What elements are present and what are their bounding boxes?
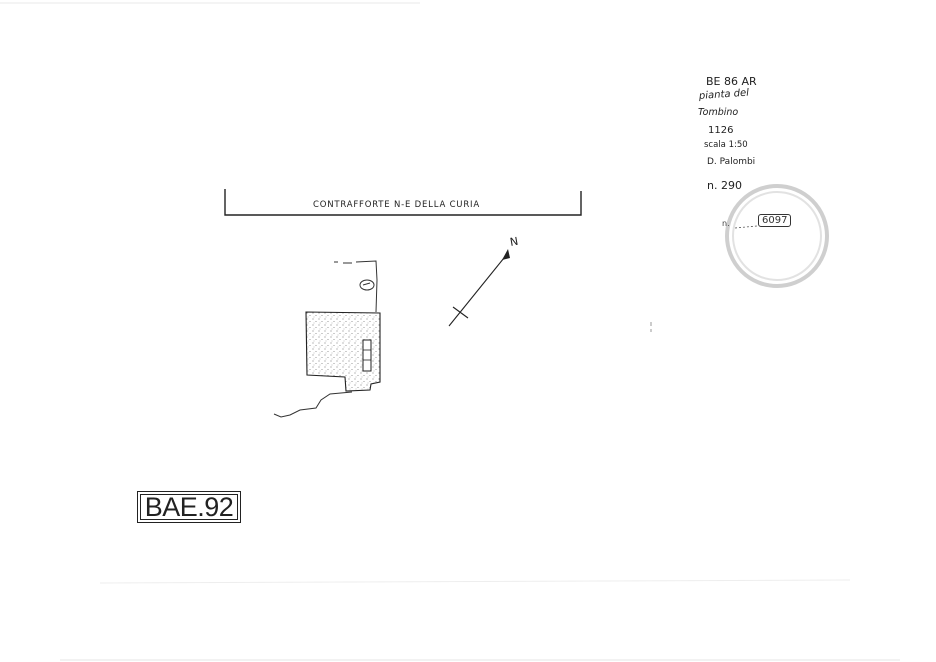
archive-stamp (725, 184, 829, 288)
wall-bracket (224, 189, 582, 216)
stamp-prefix: n. (722, 219, 730, 228)
stamp-number: 6097 (758, 214, 792, 227)
title-line-6: D. Palombi (707, 157, 756, 167)
title-line-4: 1126 (708, 125, 734, 136)
title-line-5: scala 1:50 (704, 140, 748, 150)
north-arrow (448, 249, 510, 327)
stippled-block (305, 311, 381, 392)
wall-label: CONTRAFFORTE N-E DELLA CURIA (313, 200, 480, 210)
sheet-edge-bottom (99, 579, 851, 584)
title-line-7: n. 290 (707, 179, 742, 192)
title-line-3: Tombino (698, 107, 739, 118)
lower-outline (273, 391, 353, 418)
structure-upper-outline (334, 260, 378, 313)
archive-label: BAE.92 (137, 491, 241, 523)
title-line-1: BE 86 AR (706, 75, 757, 88)
